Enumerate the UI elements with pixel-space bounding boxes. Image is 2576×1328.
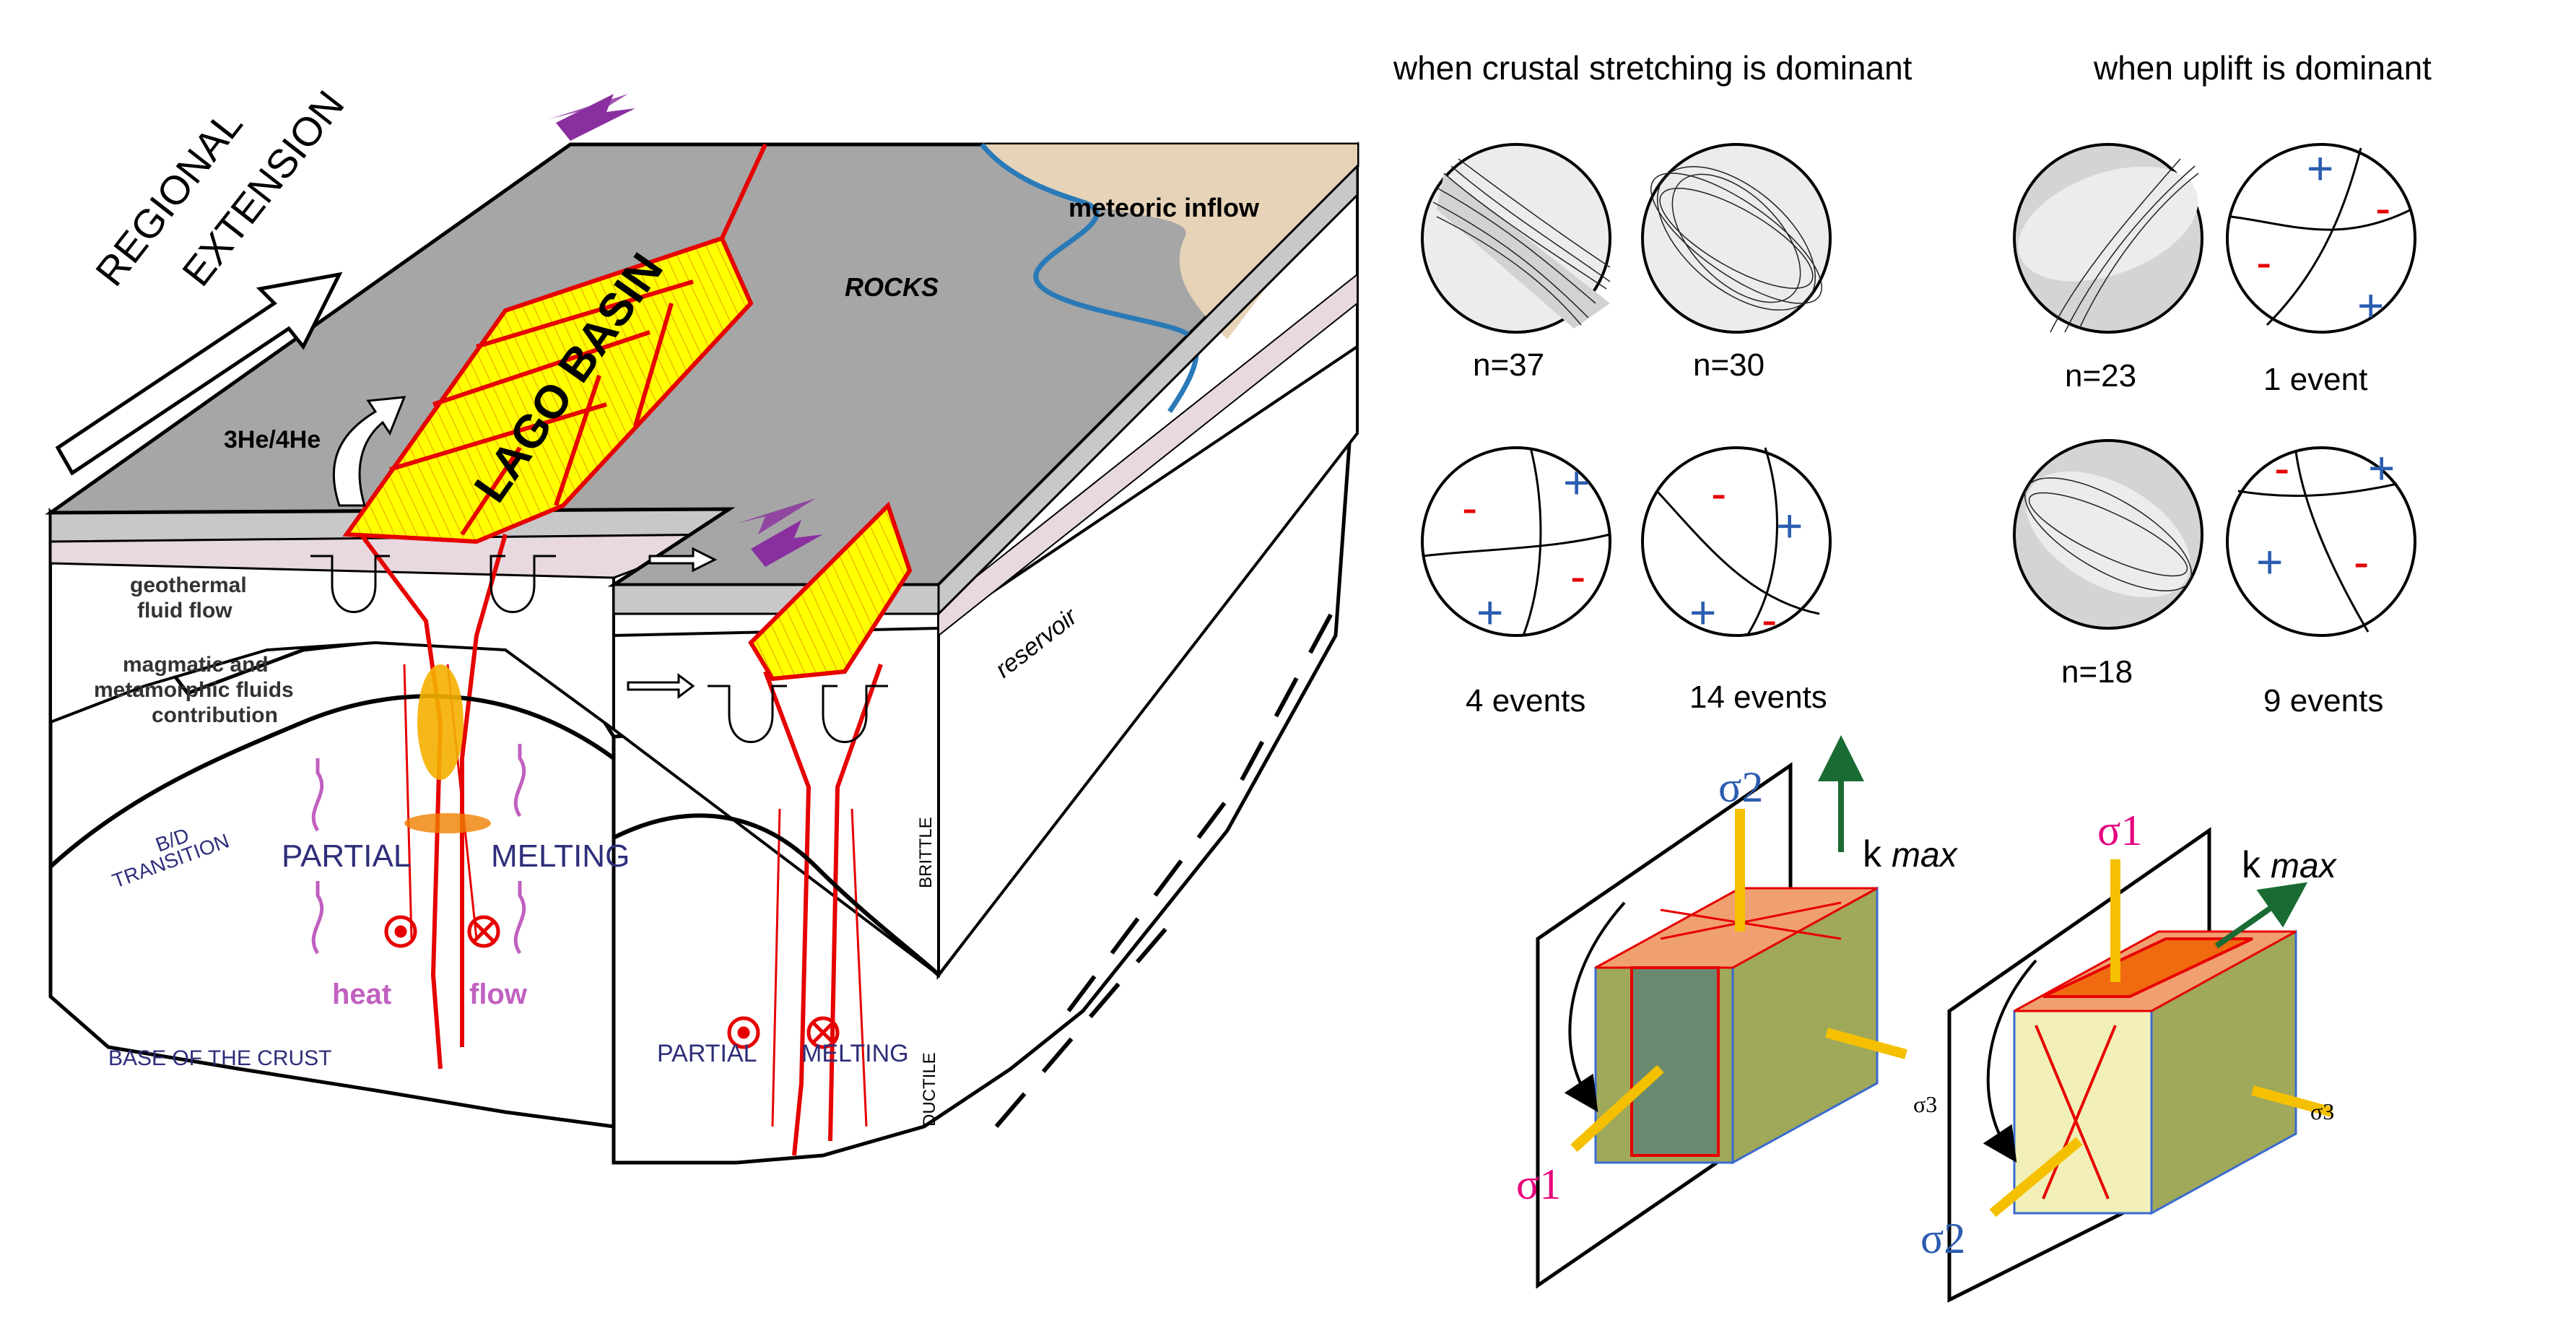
sigma1-left-arrow: [1570, 1064, 1664, 1153]
slip-arrows: [549, 94, 823, 567]
focal-14events-plus-2: +: [1689, 586, 1716, 638]
lago-basin: [342, 235, 754, 544]
block-diagram: LAGO BASIN: [45, 82, 1359, 1165]
basin-grid: [389, 143, 767, 536]
geothermal-label-1: geothermal: [130, 573, 247, 597]
label-n23: n=23: [2065, 358, 2136, 394]
rocks-label: ROCKS: [845, 272, 939, 302]
focal-9events-minus-1: -: [2274, 442, 2289, 494]
bd-transition-right: [612, 813, 941, 977]
rotation-arrow-right: [1983, 959, 2037, 1163]
sigma3-left-arrow: [1825, 1028, 1907, 1059]
focal-4events-minus-1: -: [1462, 482, 1477, 534]
focal-14events-minus-2: -: [1762, 594, 1777, 646]
label-4events: 4 events: [1466, 683, 1585, 719]
he-arrow: [332, 396, 406, 507]
focal-1event-minus-2: -: [2375, 182, 2390, 234]
right-block-side-lower: [937, 344, 1359, 979]
focal-9events: [2226, 446, 2416, 637]
sigma3-right-arrow: [2251, 1085, 2333, 1117]
crust-dashes: [994, 591, 1345, 1128]
he-label: 3He/4He: [224, 426, 321, 453]
rotation-arrow-left: [1564, 901, 1626, 1112]
sigma1-right: σ1: [2097, 807, 2142, 854]
flow-symbols: [384, 915, 840, 1049]
label-9events: 9 events: [2263, 683, 2383, 719]
uplift-arrows: [311, 744, 526, 955]
sigma3-left: σ3: [1913, 1091, 1937, 1117]
partial-right-label: PARTIAL: [657, 1040, 757, 1067]
label-14events: 14 events: [1689, 680, 1827, 715]
magmatic-label-1: magmatic and: [123, 653, 269, 677]
reservoir-strip-right: [938, 272, 1358, 638]
base-label: BASE OF THE CRUST: [108, 1046, 332, 1070]
right-basin: [748, 501, 913, 682]
focal-1event-minus-1: -: [2256, 236, 2271, 288]
focal-4events-plus-2: +: [1476, 586, 1503, 638]
melting-right-label: MELTING: [801, 1040, 909, 1067]
sigma3-right: σ3: [2310, 1098, 2334, 1124]
meteoric-area: [982, 144, 1357, 339]
heat-label: heat: [332, 978, 391, 1010]
flow-label: flow: [469, 978, 528, 1010]
heading-uplift: when uplift is dominant: [2093, 49, 2432, 87]
stereonet-n37: [1421, 143, 1611, 334]
label-n37: n=37: [1473, 347, 1544, 383]
magma-glow-2: [404, 813, 491, 833]
focal-9events-plus-1: +: [2368, 442, 2395, 494]
magma-glow: [417, 664, 464, 780]
heading-stretching: when crustal stretching is dominant: [1393, 49, 1913, 87]
geothermal-label-2: fluid flow: [137, 599, 232, 622]
kmax-right-max: max: [2271, 847, 2338, 885]
label-n30: n=30: [1693, 347, 1765, 383]
brittle-label: BRITTLE: [916, 817, 936, 888]
focal-4events-plus-1: +: [1563, 456, 1590, 508]
geothermal-loops-left: [310, 547, 718, 613]
kmax-right-arrow: [2214, 882, 2308, 949]
block-left-fault: [1660, 901, 1842, 940]
kmax-right-k: k: [2242, 844, 2261, 886]
block-right-graben: [2042, 937, 2253, 998]
sigma2-right: σ2: [1920, 1215, 1965, 1262]
block-left-wedge: [1630, 966, 1720, 1157]
focal-9events-minus-2: -: [2354, 536, 2369, 588]
sigma2-left: σ2: [1718, 763, 1763, 811]
bd-transition-left: [48, 694, 615, 869]
extension-arrow: [55, 272, 343, 476]
label-1event: 1 event: [2263, 362, 2367, 397]
stereonet-n30: [1641, 143, 1832, 334]
sigma1-left: σ1: [1516, 1160, 1561, 1208]
geothermal-loops-right: [627, 673, 888, 743]
kmax-left-max: max: [1892, 836, 1959, 875]
label-n18: n=18: [2061, 654, 2133, 690]
focal-14events-minus-1: -: [1711, 467, 1726, 519]
focal-14events: [1641, 446, 1832, 637]
stereonets-panel: when crustal stretching is dominant when…: [1393, 49, 2432, 719]
magmatic-label-3: contribution: [152, 703, 278, 727]
sigma2-right-arrow: [1989, 1137, 2083, 1218]
stress-blocks: k max σ2 σ1 σ3 k max σ1 σ2 σ3: [1516, 735, 2338, 1303]
ductile-label: DUCTILE: [920, 1052, 939, 1127]
focal-4events-minus-2: -: [1570, 550, 1585, 602]
block-right-fault: [2035, 1025, 2117, 1199]
partial-left-label: PARTIAL: [282, 838, 411, 874]
stereonet-n23: [2013, 143, 2203, 334]
focal-1event: [2226, 143, 2416, 334]
focal-1event-plus-2: +: [2357, 279, 2384, 331]
meteoric-label: meteoric inflow: [1069, 193, 1260, 222]
focal-1event-plus-1: +: [2307, 142, 2333, 194]
kmax-left-k: k: [1863, 833, 1882, 875]
melting-left-label: MELTING: [491, 838, 630, 874]
focal-9events-plus-2: +: [2256, 536, 2283, 588]
stereonet-n18: [2013, 439, 2203, 630]
focal-14events-plus-1: +: [1776, 500, 1803, 552]
magmatic-label-2: metamorphic fluids: [94, 678, 294, 702]
focal-4events: [1421, 446, 1611, 637]
